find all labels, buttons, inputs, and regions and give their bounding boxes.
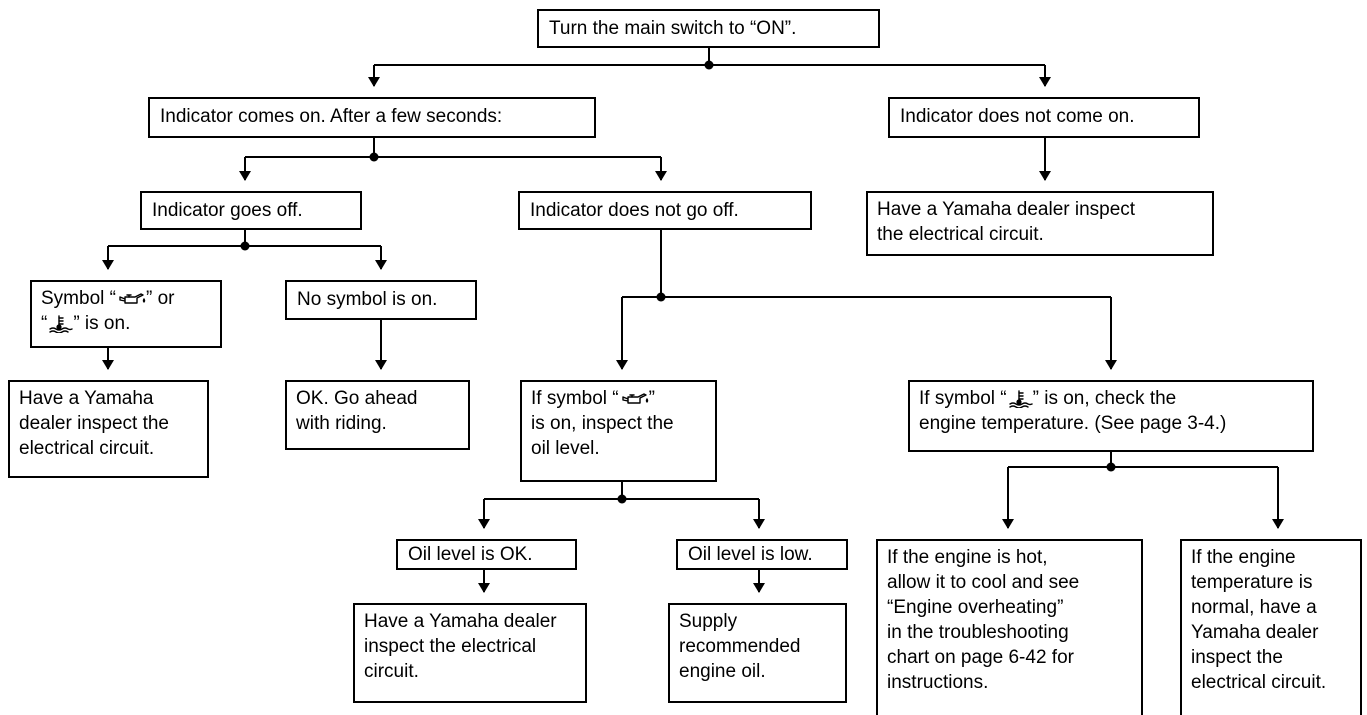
node-text: Indicator does not go off. — [530, 200, 739, 221]
symbol-on-node: Symbol “ ” or “ ” is on. — [30, 280, 222, 348]
text-prefix: If symbol “ — [919, 388, 1007, 409]
oil-ok-dealer-node: Have a Yamaha dealer inspect the electri… — [353, 603, 587, 703]
node-text-line-1: If symbol “ ” — [531, 386, 706, 411]
node-text: engine oil. — [679, 661, 766, 682]
indicator-does-not-go-off-node: Indicator does not go off. — [518, 191, 812, 230]
dealer-inspect-leaf-node: Have a Yamaha dealer inspect the electri… — [8, 380, 209, 478]
node-text: inspect the electrical — [364, 636, 537, 657]
node-text: Supply — [679, 611, 738, 632]
node-text: allow it to cool and see — [887, 572, 1080, 593]
dealer-inspect-node: Have a Yamaha dealer inspect the electri… — [866, 191, 1214, 256]
node-text: chart on page 6-42 for — [887, 647, 1074, 668]
node-text: dealer inspect the — [19, 413, 169, 434]
node-text: temperature is — [1191, 572, 1313, 593]
node-text: Have a Yamaha dealer — [364, 611, 557, 632]
node-text: the electrical circuit. — [877, 224, 1044, 245]
ok-go-ahead-node: OK. Go ahead with riding. — [285, 380, 470, 450]
node-text: “Engine overheating” — [887, 597, 1064, 618]
coolant-temperature-warning-icon — [1007, 390, 1033, 408]
text-suffix: ” — [648, 388, 655, 409]
node-text: instructions. — [887, 672, 989, 693]
engine-normal-node: If the engine temperature is normal, hav… — [1180, 539, 1362, 715]
text-prefix: If symbol “ — [531, 388, 619, 409]
node-text: in the troubleshooting — [887, 622, 1069, 643]
start-node: Turn the main switch to “ON”. — [537, 9, 880, 48]
node-text: Turn the main switch to “ON”. — [549, 18, 797, 39]
indicator-comes-on-node: Indicator comes on. After a few seconds: — [148, 97, 596, 138]
node-text: electrical circuit. — [1191, 672, 1327, 693]
node-text: Oil level is OK. — [408, 544, 533, 565]
oil-level-low-node: Oil level is low. — [676, 539, 848, 570]
text-prefix: “ — [41, 313, 48, 334]
text-prefix: Symbol “ — [41, 288, 116, 309]
oil-pressure-warning-icon — [116, 290, 146, 308]
node-text: If the engine — [1191, 547, 1296, 568]
node-text: is on, inspect the — [531, 413, 674, 434]
indicator-goes-off-node: Indicator goes off. — [140, 191, 362, 230]
node-text-line-1: If symbol “ ” is on, check the — [919, 386, 1303, 411]
node-text: oil level. — [531, 438, 600, 459]
text-suffix: ” is on, check the — [1032, 388, 1177, 409]
text-suffix: ” or — [145, 288, 175, 309]
node-text: Have a Yamaha — [19, 388, 154, 409]
node-text: normal, have a — [1191, 597, 1317, 618]
temp-symbol-node: If symbol “ ” is on, check the engine tem… — [908, 380, 1314, 452]
node-text: Indicator does not come on. — [900, 106, 1135, 127]
node-text: No symbol is on. — [297, 289, 438, 310]
supply-oil-node: Supply recommended engine oil. — [668, 603, 847, 703]
text-suffix: ” is on. — [73, 313, 131, 334]
node-text: inspect the — [1191, 647, 1283, 668]
node-text: Yamaha dealer — [1191, 622, 1319, 643]
node-text: Have a Yamaha dealer inspect — [877, 199, 1136, 220]
indicator-does-not-come-on-node: Indicator does not come on. — [888, 97, 1200, 138]
node-text: Indicator goes off. — [152, 200, 303, 221]
node-text: recommended — [679, 636, 801, 657]
coolant-temperature-warning-icon — [47, 315, 74, 333]
node-text: Indicator comes on. After a few seconds: — [160, 106, 503, 127]
node-text-line-1: Symbol “ ” or — [41, 286, 211, 311]
node-text: OK. Go ahead — [296, 388, 418, 409]
node-text: with riding. — [296, 413, 387, 434]
node-text-line-2: “ ” is on. — [41, 311, 211, 336]
oil-level-ok-node: Oil level is OK. — [396, 539, 577, 570]
node-text: electrical circuit. — [19, 438, 155, 459]
node-text: Oil level is low. — [688, 544, 813, 565]
no-symbol-node: No symbol is on. — [285, 280, 477, 320]
oil-symbol-node: If symbol “ ” is on, inspect the oil leve… — [520, 380, 717, 482]
oil-pressure-warning-icon — [619, 390, 649, 408]
node-text: If the engine is hot, — [887, 547, 1048, 568]
node-text: engine temperature. (See page 3-4.) — [919, 413, 1227, 434]
engine-hot-node: If the engine is hot, allow it to cool a… — [876, 539, 1143, 715]
node-text: circuit. — [364, 661, 419, 682]
